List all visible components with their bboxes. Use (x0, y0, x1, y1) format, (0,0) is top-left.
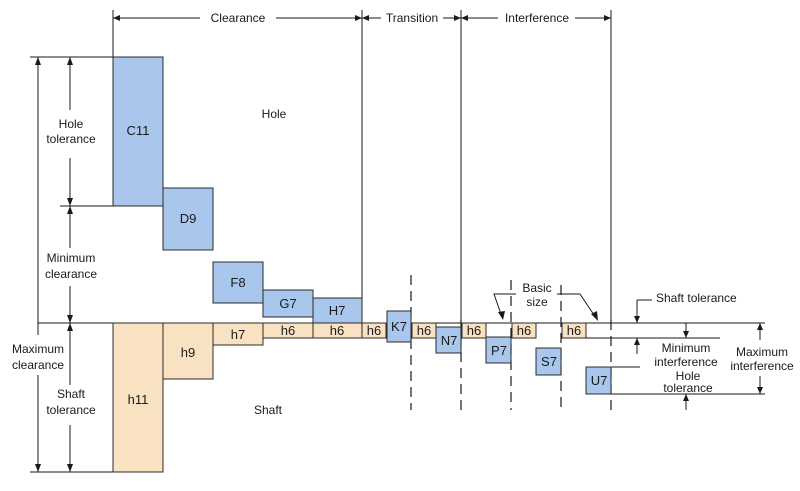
shaft-zone-label: h11 (128, 392, 149, 407)
basic-size-label-line2: size (526, 295, 548, 309)
hole-tolerance-right-label-line1: Hole (676, 369, 701, 383)
clearance-range-label: Clearance (211, 11, 266, 25)
hole-zones: C11 D9 F8 G7 H7 K7 N7 P7 S7 U7 (112, 56, 612, 395)
maximum-interference-label-line2: interference (730, 359, 794, 373)
hole-zone-label: P7 (491, 343, 507, 358)
transition-range-label: Transition (386, 11, 438, 25)
maximum-clearance-label-line2: clearance (12, 358, 64, 372)
shaft-region-label: Shaft (254, 403, 283, 417)
hole-zone-label: S7 (541, 354, 557, 369)
hole-zone-label: D9 (180, 211, 197, 226)
shaft-zone-h6 (461, 322, 487, 339)
shaft-zone-h6 (511, 322, 537, 339)
minimum-clearance-label-line2: clearance (45, 267, 97, 281)
hole-zone-label: C11 (127, 123, 150, 138)
hole-zone-h7 (312, 297, 363, 324)
shaft-zone-h6 (361, 322, 387, 339)
maximum-clearance-label-line1: Maximum (12, 342, 64, 356)
shaft-tolerance-label: Shaft tolerance (656, 291, 737, 305)
hole-zone-label: K7 (391, 319, 407, 334)
hole-tolerance-label-line1: Hole (59, 117, 84, 131)
right-dimensions: Shaft tolerance Minimum interference Hol… (586, 291, 794, 410)
interference-range-label: Interference (505, 11, 569, 25)
shaft-zone-label: h6 (417, 323, 431, 338)
shaft-zone-label: h9 (181, 345, 195, 360)
hole-zone-label: H7 (329, 303, 346, 318)
shaft-zone-label: h6 (567, 323, 581, 338)
shaft-zone-h11 (112, 322, 164, 473)
hole-zone-n7 (435, 326, 462, 354)
shaft-tolerance-label-line2: tolerance (46, 403, 96, 417)
hole-zone-label: F8 (230, 275, 245, 290)
shaft-zone-h9 (162, 322, 214, 380)
hole-zone-s7 (535, 347, 562, 376)
basic-size-callout: Basic size (493, 281, 598, 321)
shaft-tolerance-label-line1: Shaft (57, 387, 86, 401)
hole-zone-p7 (485, 336, 512, 364)
hole-tolerance-label-line2: tolerance (46, 132, 96, 146)
hole-zone-label: U7 (591, 373, 608, 388)
shaft-zone-label: h6 (517, 323, 531, 338)
shaft-zone-label: h6 (467, 323, 481, 338)
maximum-interference-label-line1: Maximum (736, 345, 788, 359)
hole-zone-k7 (386, 310, 412, 343)
hole-zone-f8 (212, 261, 264, 304)
shaft-zone-h6 (561, 322, 587, 339)
basic-size-label-line1: Basic (522, 281, 551, 295)
shaft-zone-label: h7 (231, 327, 245, 342)
shaft-zone-label: h6 (281, 323, 295, 338)
minimum-interference-label-line1: Minimum (662, 341, 711, 355)
left-dimensions (30, 56, 113, 473)
minimum-clearance-label-line1: Minimum (47, 251, 96, 265)
hole-zone-d9 (162, 187, 214, 251)
hole-zone-c11 (112, 56, 164, 207)
hole-zone-u7 (585, 366, 612, 395)
range-bar: Clearance Transition Interference (112, 10, 612, 320)
shaft-zone-label: h6 (367, 323, 381, 338)
shaft-zone-label: h6 (330, 323, 344, 338)
hole-zone-g7 (262, 289, 314, 318)
hole-region-label: Hole (262, 107, 287, 121)
hole-zone-label: N7 (441, 333, 458, 348)
hole-tolerance-right-label-line2: tolerance (663, 381, 713, 395)
shaft-zones: h11 h9 h7 h6 h6 h6 h6 h6 h6 h6 (112, 322, 587, 473)
hole-zone-label: G7 (279, 296, 296, 311)
minimum-interference-label-line2: interference (654, 355, 718, 369)
